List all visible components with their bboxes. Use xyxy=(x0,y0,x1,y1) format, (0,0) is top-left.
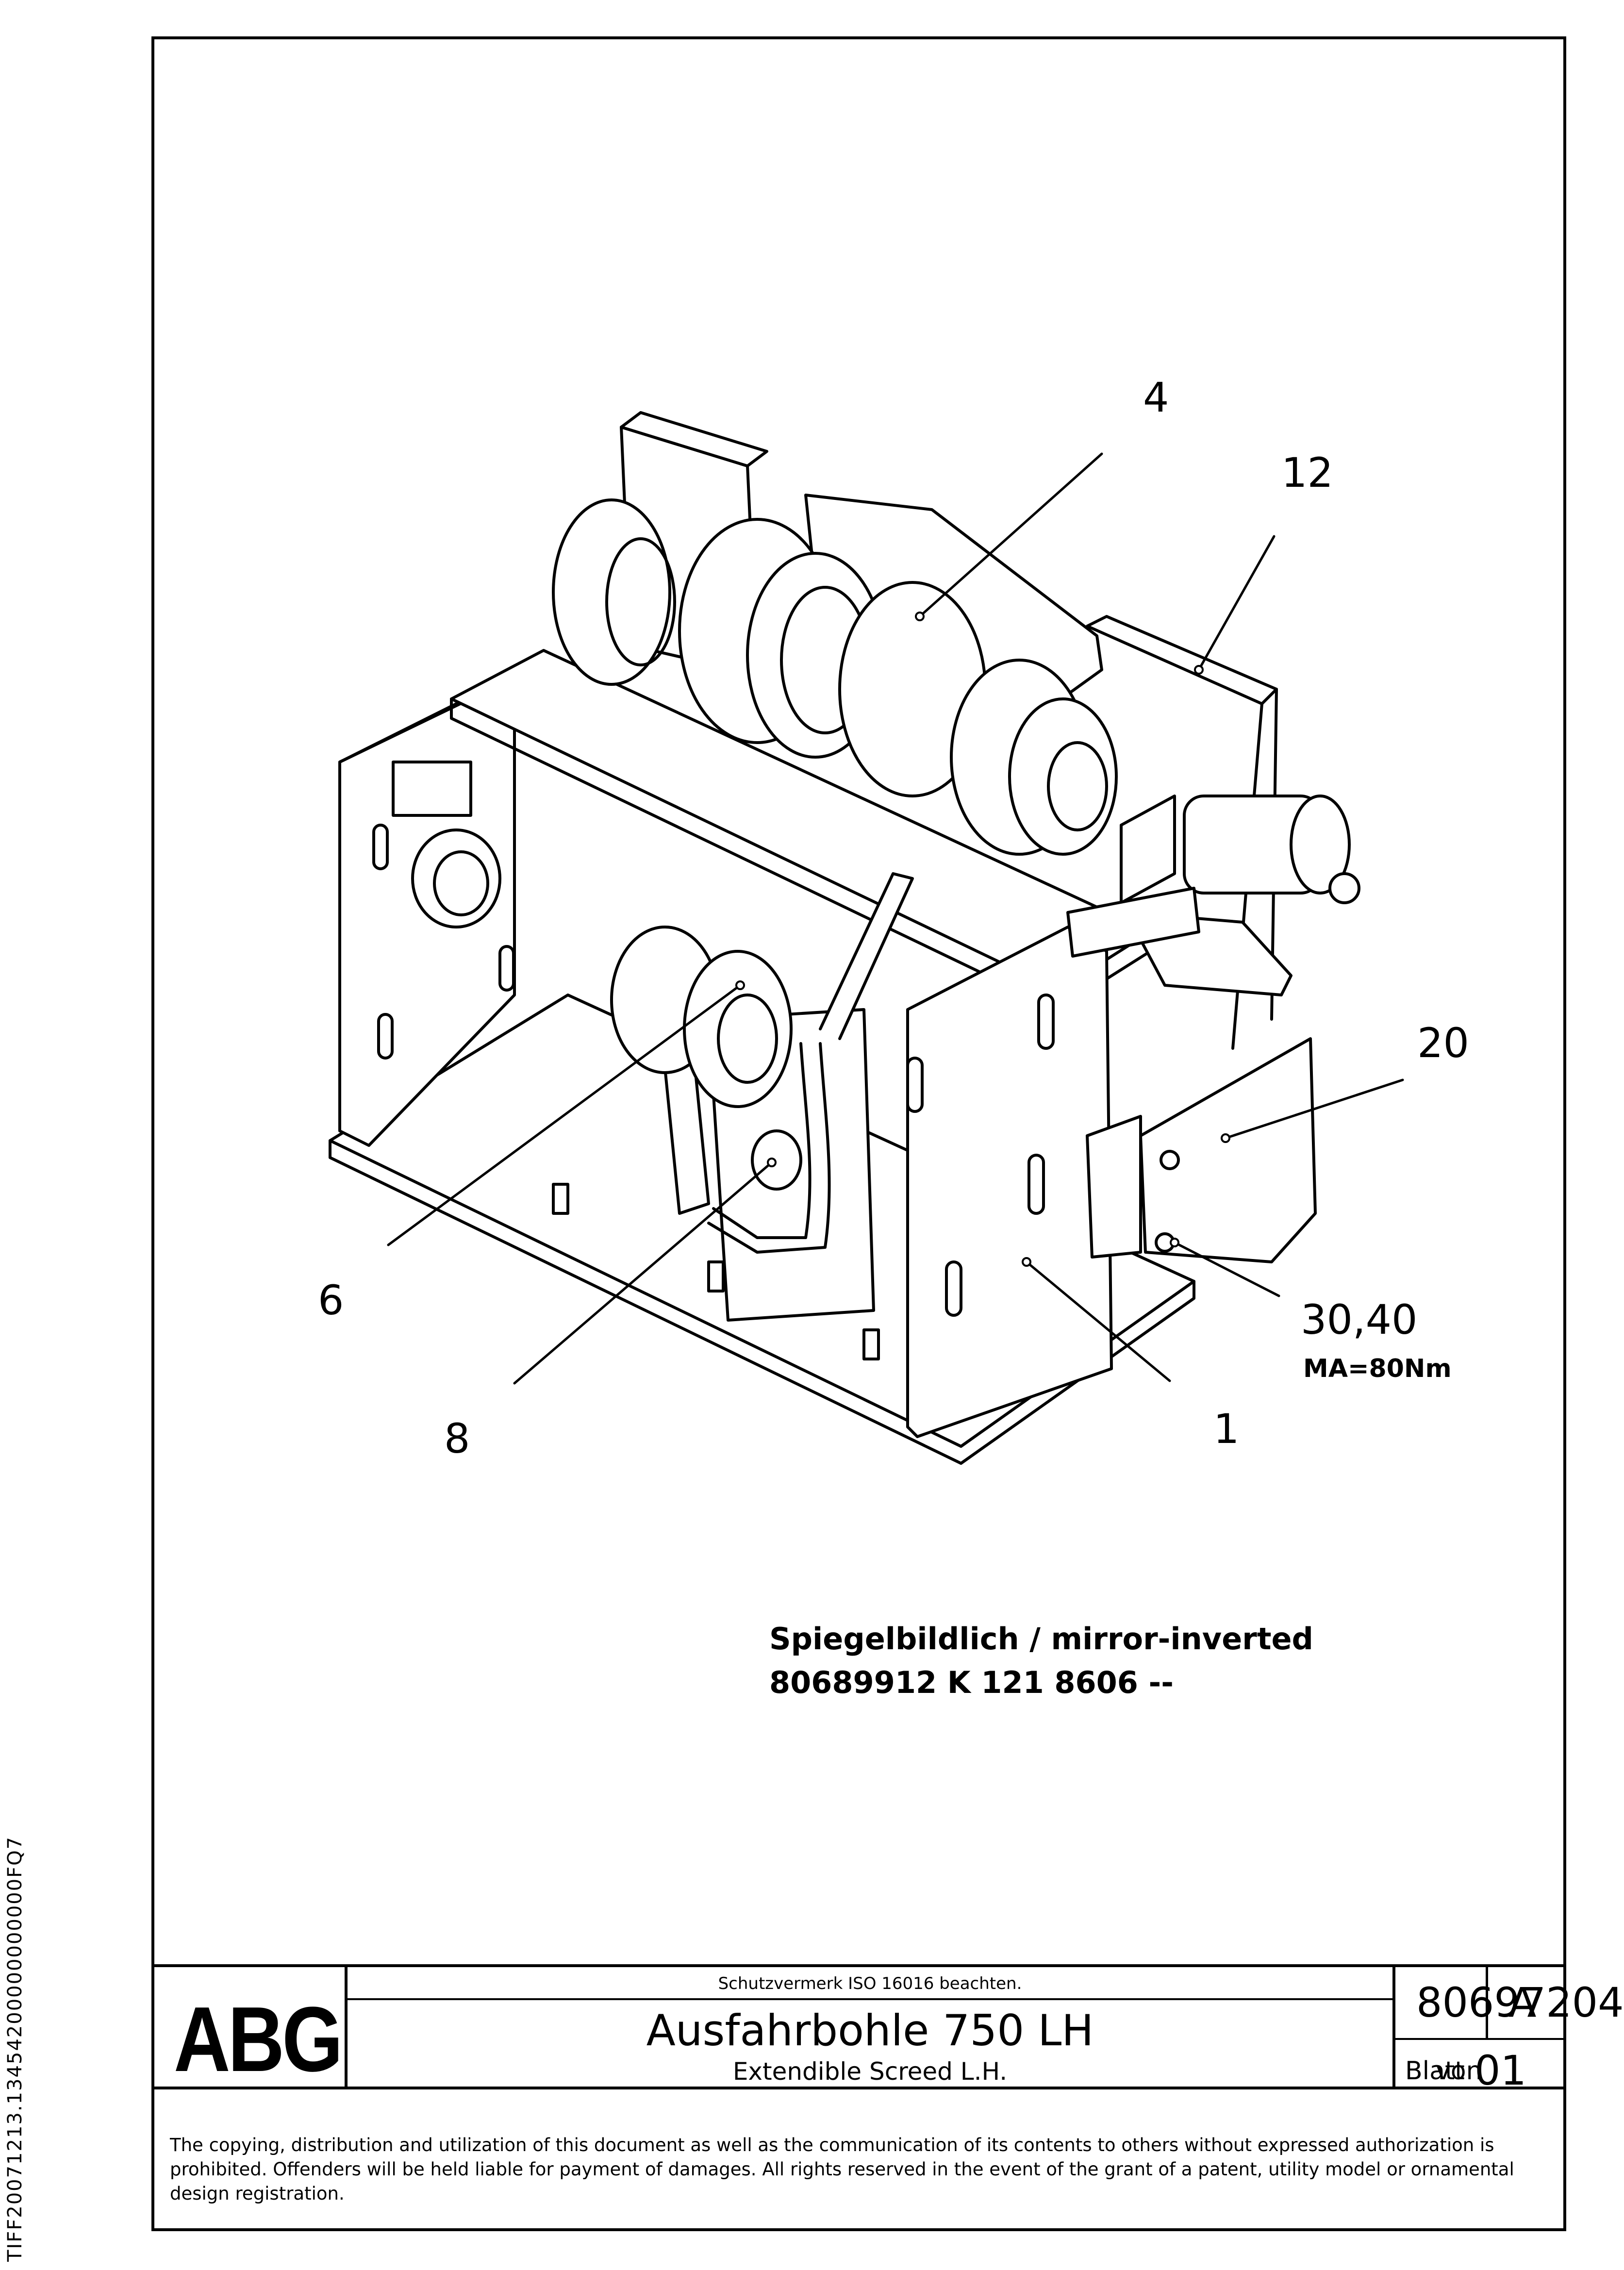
mirror-note-line-2: 80689912 K 121 8606 -- xyxy=(769,1665,1174,1700)
leader-dots xyxy=(735,612,1230,1267)
sheet-label: Blatt xyxy=(1405,2056,1465,2086)
right-side-frame xyxy=(906,926,1113,1438)
of-label: von xyxy=(1436,2056,1482,2086)
callout-20: 20 xyxy=(1417,1019,1469,1067)
drum-assembly-left xyxy=(552,498,676,686)
callout-4: 4 xyxy=(1143,374,1169,421)
protection-notice: Schutzvermerk ISO 16016 beachten. xyxy=(718,1974,1022,1993)
guard-plate xyxy=(1139,1037,1317,1263)
lever xyxy=(819,872,914,1040)
drum-assembly-right xyxy=(838,581,1118,856)
abg-logo: ABG xyxy=(174,1988,343,2091)
callout-1: 1 xyxy=(1213,1405,1240,1453)
revision: A xyxy=(1508,1979,1537,2026)
leader-lines xyxy=(387,452,1404,1385)
hydraulic-pipe xyxy=(712,1042,812,1239)
drawing-frame xyxy=(151,36,1566,2231)
mirror-note-line-1: Spiegelbildlich / mirror-inverted xyxy=(769,1621,1313,1657)
drawing-number: 80697204 xyxy=(1416,1979,1624,2026)
callout-6: 6 xyxy=(318,1276,344,1324)
title-english: Extendible Screed L.H. xyxy=(732,2057,1008,2086)
callout-8: 8 xyxy=(444,1415,470,1462)
torque-spec: MA=80Nm xyxy=(1303,1354,1452,1383)
title-block: ABG Schutzvermerk ISO 16016 beachten. Au… xyxy=(154,1964,1624,2094)
drive-motor xyxy=(1120,795,1360,996)
callout-12: 12 xyxy=(1281,449,1333,497)
copyright-notice: The copying, distribution and utilizatio… xyxy=(170,2135,1514,2204)
callout-30-40: 30,40 xyxy=(1301,1296,1418,1343)
sheet-number: 01 xyxy=(1475,2047,1526,2094)
hydraulic-pump xyxy=(610,926,802,1191)
title-german: Ausfahrbohle 750 LH xyxy=(646,2005,1094,2055)
